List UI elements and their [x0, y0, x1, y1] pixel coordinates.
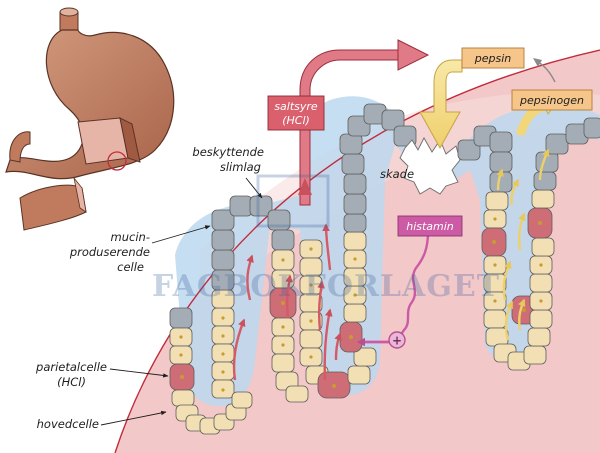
- saltsyre-box: saltsyre (HCl): [267, 95, 325, 131]
- watermark-text: FAGBOKFORLAGET: [152, 269, 500, 304]
- stomach-illustration: [5, 7, 175, 231]
- histamin-pathway: +: [356, 231, 430, 349]
- acid-flow-arrows: [232, 223, 342, 381]
- pepsinogen-flow-arrows: [496, 148, 550, 341]
- esophagus-opening: [59, 7, 79, 17]
- label-beskyttende: beskyttende: [192, 145, 264, 159]
- plus-symbol: +: [392, 334, 402, 348]
- label-hovedcelle: hovedcelle: [37, 417, 99, 431]
- damage-site: [399, 137, 461, 195]
- label-produserende: produserende: [69, 245, 150, 259]
- magnify-circle: [107, 151, 127, 171]
- pepsin-label: pepsin: [474, 52, 512, 65]
- label-celle: celle: [117, 260, 144, 274]
- saltsyre-line2: (HCl): [282, 114, 310, 127]
- histamin-label: histamin: [406, 220, 454, 233]
- middle-crypt-cells: [299, 103, 417, 399]
- label-slimlag: slimlag: [220, 160, 261, 174]
- pepsin-box: pepsin: [461, 47, 525, 69]
- left-crypt-cells: [169, 195, 309, 435]
- left-labels: beskyttende slimlag mucin- produserende …: [35, 145, 414, 431]
- watermark: FAGBOKFORLAGET: [152, 174, 500, 304]
- label-mucin: mucin-: [111, 230, 150, 244]
- label-parietalcelle: parietalcelle: [35, 360, 107, 374]
- right-crypt-cells: [457, 117, 600, 371]
- epithelial-cells: [169, 103, 600, 435]
- label-skade: skade: [380, 167, 414, 181]
- label-hcl: (HCl): [57, 375, 86, 389]
- histamin-box: histamin: [397, 215, 463, 237]
- saltsyre-line1: saltsyre: [274, 100, 318, 113]
- pepsinogen-label: pepsinogen: [519, 94, 584, 107]
- saltsyre-arrow: [298, 39, 430, 206]
- plus-node: [388, 331, 406, 349]
- pepsinogen-box: pepsinogen: [511, 89, 593, 111]
